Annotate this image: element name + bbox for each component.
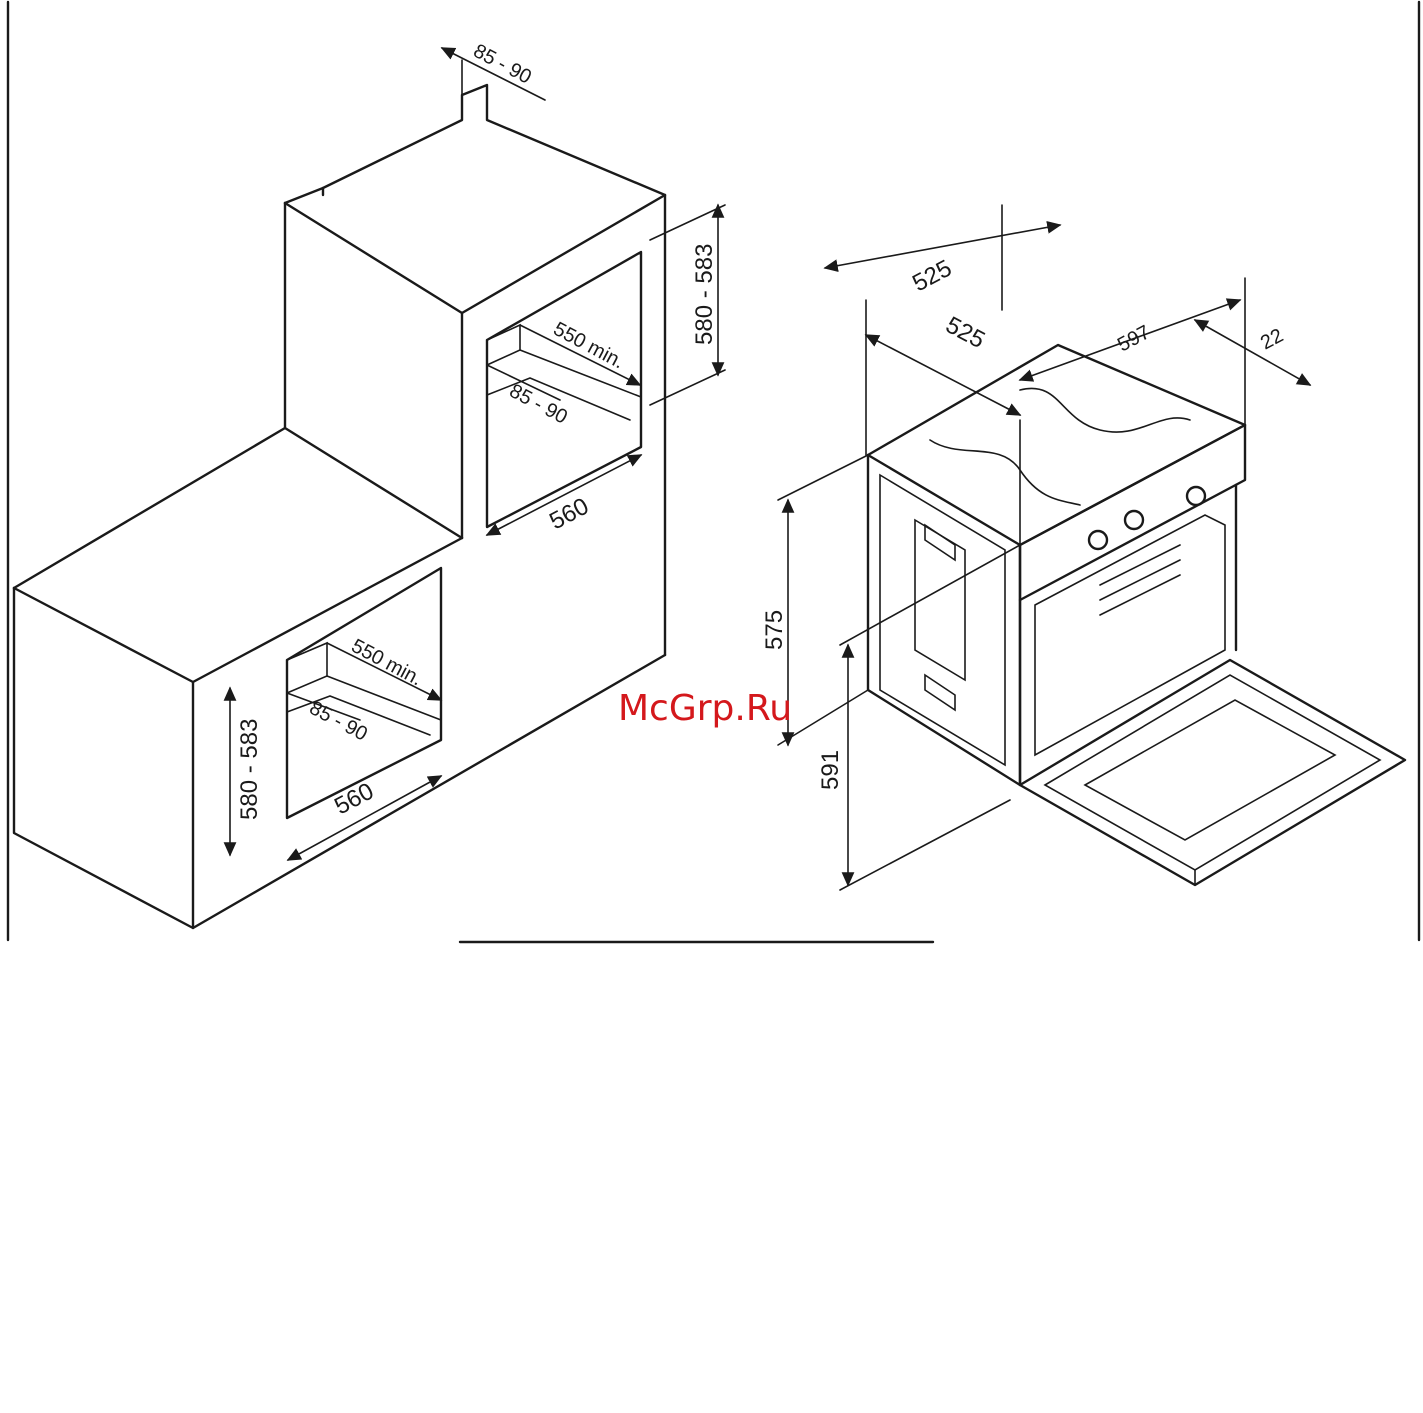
lower-height-label: 580 - 583 <box>236 719 263 820</box>
cabinet-dimension-lines <box>230 48 725 860</box>
oven-side <box>868 455 1020 785</box>
oven-front <box>1020 425 1245 785</box>
upper-height-label: 580 - 583 <box>691 244 718 345</box>
front-height-label: 591 <box>817 750 844 790</box>
watermark-text: McGrp.Ru <box>618 688 792 729</box>
lower-vent-label: 85 - 90 <box>306 697 371 746</box>
depth-body-label: 525 <box>941 311 989 354</box>
width-label: 597 <box>1114 321 1154 356</box>
top-vent-label: 85 - 90 <box>470 40 535 89</box>
tall-cabinet <box>285 85 665 655</box>
oven-door <box>1020 660 1405 885</box>
lower-depth-label: 550 min. <box>348 635 426 690</box>
knob-icon <box>1187 487 1205 505</box>
knob-icon <box>1089 531 1107 549</box>
cabinet-drawing: 85 - 90 580 - 583 550 min. 85 - 90 560 5… <box>14 40 725 928</box>
oven-drawing: 525 525 597 22 575 591 <box>761 205 1405 890</box>
panel-thickness-label: 22 <box>1257 325 1287 355</box>
oven-top <box>868 345 1245 545</box>
oven-knobs <box>1089 487 1205 549</box>
upper-vent-label: 85 - 90 <box>506 380 571 429</box>
body-height-label: 575 <box>761 610 788 650</box>
knob-icon <box>1125 511 1143 529</box>
depth-top-label: 525 <box>908 255 956 298</box>
oven-dimension-lines <box>778 205 1310 890</box>
page-frame <box>8 2 1419 942</box>
upper-width-label: 560 <box>545 493 593 536</box>
